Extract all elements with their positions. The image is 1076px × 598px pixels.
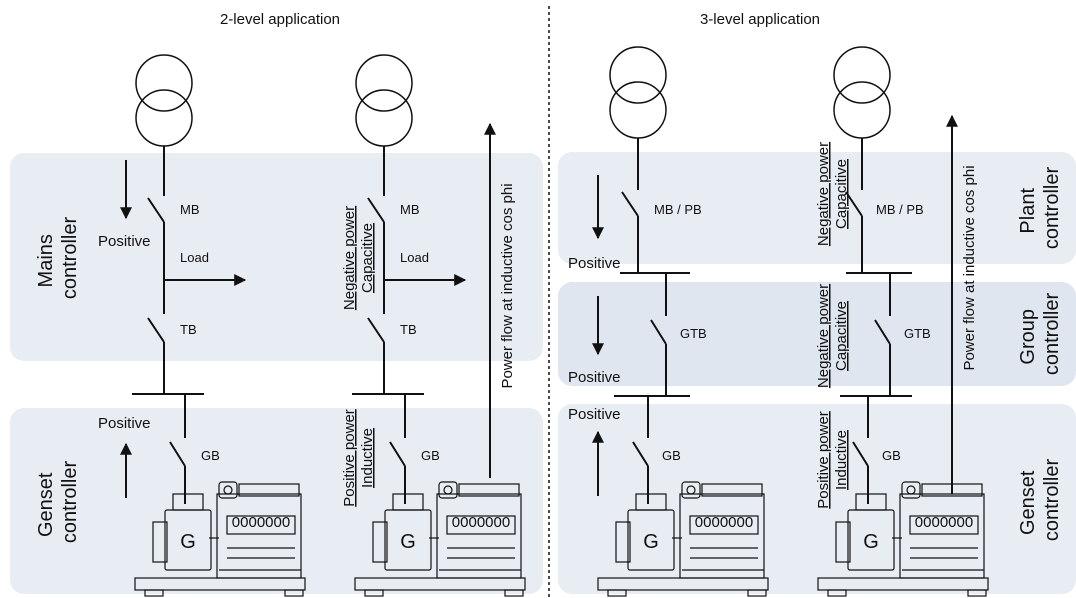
transformer-icon — [609, 46, 667, 139]
engine-display: 0000000 — [232, 514, 290, 531]
positive-label: Positive — [568, 255, 621, 272]
generator-symbol: G — [180, 531, 196, 553]
genset-controller-panel-right — [558, 404, 1076, 594]
generator-symbol: G — [863, 531, 879, 553]
mains-controller-panel — [10, 153, 543, 361]
gtb-switch — [874, 319, 891, 345]
genset-controller-label-left: Genset controller — [35, 461, 81, 544]
load-label: Load — [180, 250, 209, 265]
plant-controller-panel — [558, 152, 1076, 264]
gb-label: GB — [662, 448, 681, 463]
tb-switch — [147, 317, 165, 343]
title-3-level: 3-level application — [700, 11, 820, 28]
engine-display: 0000000 — [452, 514, 510, 531]
positive-label: Positive — [568, 369, 621, 386]
capacitive-label: Capacitive — [359, 223, 376, 293]
inductive-label: Inductive — [359, 428, 376, 488]
group-controller-label: Group controller — [1017, 293, 1063, 376]
transformer-icon — [355, 54, 413, 147]
transformer-icon — [135, 54, 193, 147]
mb-pb-label: MB / PB — [654, 202, 702, 217]
gtb-label: GTB — [680, 326, 707, 341]
power-flow-label: Power flow at inductive cos phi — [961, 165, 978, 370]
mb-label: MB — [180, 202, 200, 217]
inductive-label: Inductive — [833, 430, 850, 490]
positive-label: Positive — [98, 415, 151, 432]
gb-switch — [632, 441, 649, 467]
title-2-level: 2-level application — [220, 11, 340, 28]
capacitive-label: Capacitive — [833, 159, 850, 229]
mb-label: MB — [400, 202, 420, 217]
power-flow-label: Power flow at inductive cos phi — [499, 183, 516, 388]
mb-switch — [367, 197, 385, 223]
positive-label: Positive — [98, 233, 151, 250]
mb-switch — [147, 197, 165, 223]
mb-pb-label: MB / PB — [876, 202, 924, 217]
negative-power-label: Negative power — [341, 206, 358, 310]
gtb-switch — [650, 319, 667, 345]
generator-symbol: G — [400, 531, 416, 553]
engine-display: 0000000 — [695, 514, 753, 531]
negative-power-label: Negative power — [815, 142, 832, 246]
negative-power-label: Negative power — [815, 284, 832, 388]
mb-pb-switch — [845, 191, 863, 217]
positive-power-label: Positive power — [341, 409, 358, 507]
genset-controller-panel-left — [10, 408, 543, 594]
group-controller-panel — [558, 282, 1076, 386]
tb-label: TB — [400, 322, 417, 337]
positive-power-label: Positive power — [815, 411, 832, 509]
gb-label: GB — [882, 448, 901, 463]
gb-switch — [852, 441, 869, 467]
gb-switch — [389, 441, 406, 467]
capacitive-label: Capacitive — [833, 301, 850, 371]
tb-label: TB — [180, 322, 197, 337]
mains-controller-label: Mains controller — [35, 217, 81, 300]
gb-label: GB — [201, 448, 220, 463]
tb-switch — [367, 317, 385, 343]
positive-label: Positive — [568, 406, 621, 423]
generator-symbol: G — [643, 531, 659, 553]
gb-switch — [169, 441, 186, 467]
gtb-label: GTB — [904, 326, 931, 341]
plant-controller-label: Plant controller — [1017, 167, 1063, 250]
engine-display: 0000000 — [915, 514, 973, 531]
mb-pb-switch — [621, 191, 639, 217]
transformer-icon — [833, 46, 891, 139]
gb-label: GB — [421, 448, 440, 463]
genset-controller-label-right: Genset controller — [1017, 459, 1063, 542]
load-label: Load — [400, 250, 429, 265]
